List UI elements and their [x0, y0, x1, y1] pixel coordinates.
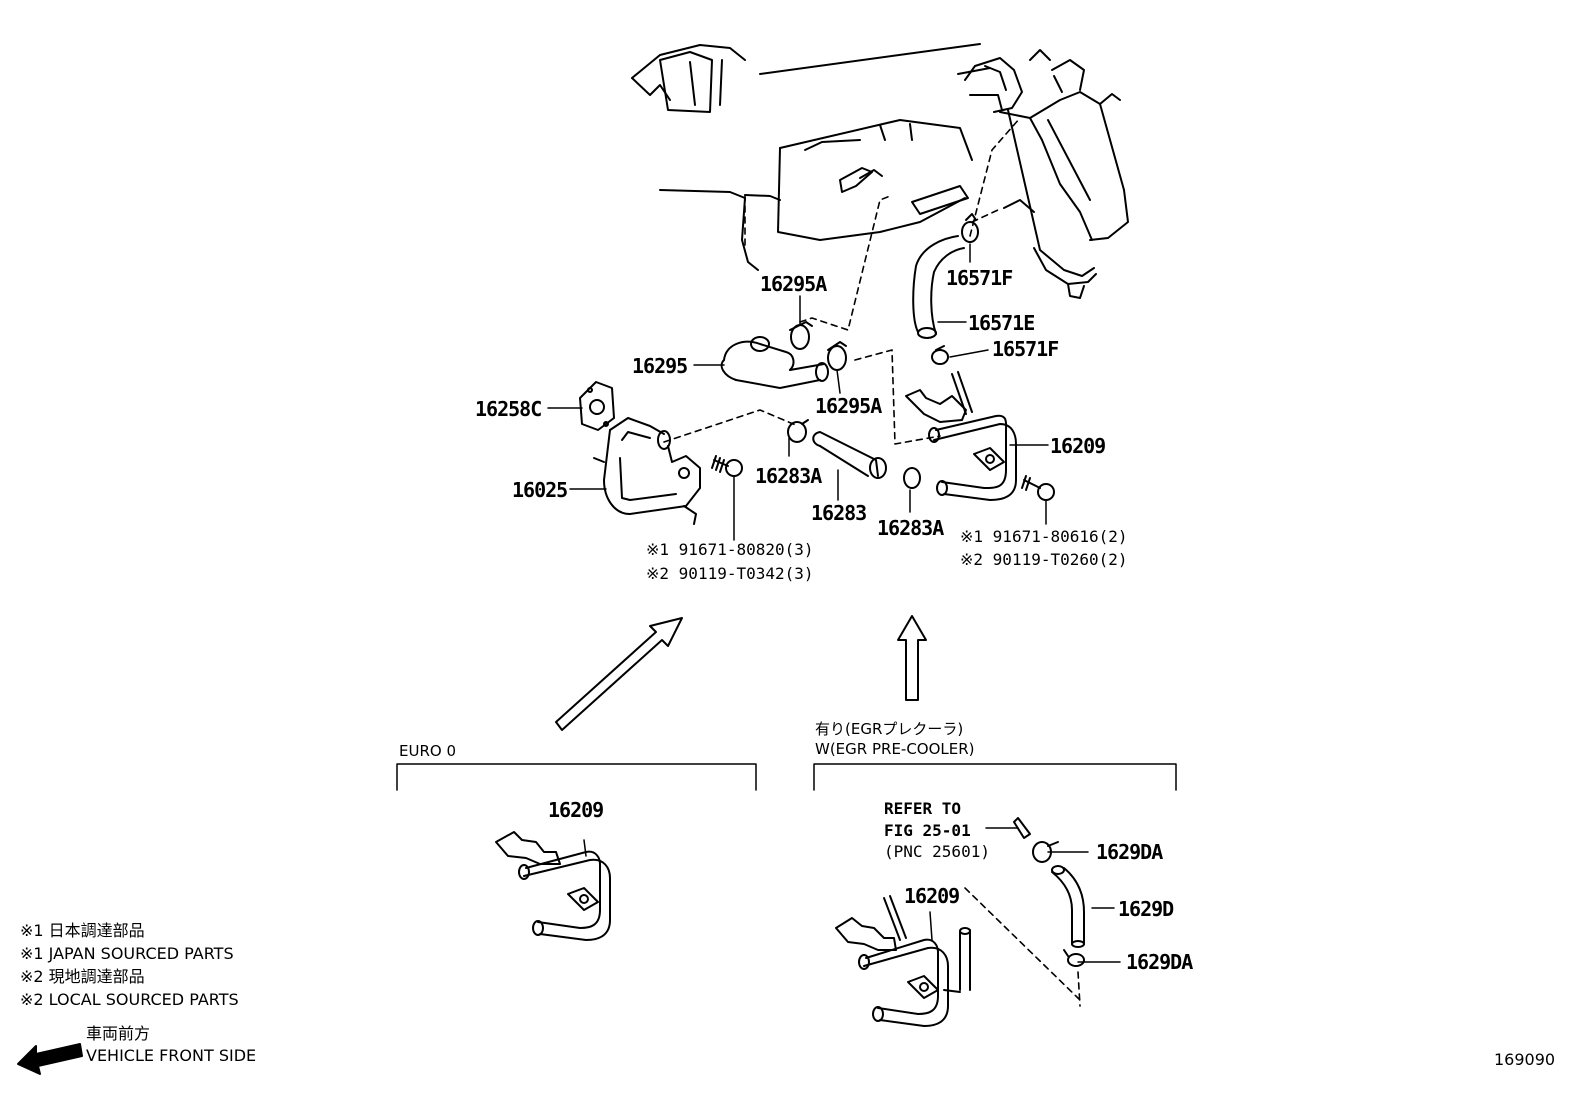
label-16209-egr: 16209	[904, 884, 960, 908]
label-16209-main: 16209	[1050, 434, 1106, 458]
label-16295A-top: 16295A	[760, 272, 827, 296]
label-16571F-top: 16571F	[946, 266, 1013, 290]
label-16258C: 16258C	[475, 397, 542, 421]
legend-line-1: ※1 日本調達部品	[20, 921, 145, 940]
bracket-euro	[396, 763, 757, 791]
bolt-right	[1021, 475, 1055, 501]
bolt-right-note-2: ※2 90119-T0260(2)	[960, 550, 1128, 569]
clamp-16571F-mid	[931, 345, 949, 365]
bolt-left-note-2: ※2 90119-T0342(3)	[646, 564, 814, 583]
vehicle-front-en: VEHICLE FRONT SIDE	[86, 1046, 257, 1065]
vehicle-front-jp: 車両前方	[86, 1024, 151, 1043]
pipe-16025	[593, 417, 701, 525]
bracket-egr	[813, 763, 1177, 791]
refer-line-3: (PNC 25601)	[884, 842, 990, 862]
arrow-up	[897, 615, 927, 701]
bolt-left-note-1: ※1 91671-80820(3)	[646, 540, 814, 559]
pipe-16209-egr	[835, 895, 971, 1027]
label-16025: 16025	[512, 478, 568, 502]
connection-lines	[663, 117, 1081, 1007]
variant-euro-label: EURO 0	[399, 742, 456, 760]
clamp-16295A-bottom	[827, 341, 847, 371]
refer-note: REFER TO FIG 25-01 (PNC 25601)	[884, 798, 990, 863]
variant-egr-jp-label: 有り(EGRプレクーラ)	[815, 720, 964, 738]
label-16571F-mid: 16571F	[992, 337, 1059, 361]
label-16295: 16295	[632, 354, 688, 378]
refer-connector	[1013, 817, 1031, 839]
hose-16283	[812, 431, 887, 479]
pipe-16209-euro	[495, 831, 611, 941]
arrow-diagonal	[555, 617, 683, 731]
label-16571E: 16571E	[968, 311, 1035, 335]
label-1629D: 1629D	[1118, 897, 1174, 921]
legend-line-3: ※2 現地調達部品	[20, 967, 145, 986]
label-16283A-left: 16283A	[755, 464, 822, 488]
variant-egr-en-label: W(EGR PRE-COOLER)	[815, 740, 975, 758]
bolt-right-note-1: ※1 91671-80616(2)	[960, 527, 1128, 546]
vehicle-front-arrow	[17, 1043, 83, 1075]
legend-line-4: ※2 LOCAL SOURCED PARTS	[20, 990, 239, 1009]
leader-lines	[547, 243, 1121, 963]
label-16283A-right: 16283A	[877, 516, 944, 540]
hose-16295	[720, 336, 829, 389]
clamp-16571F-top	[961, 213, 979, 243]
engine-outline	[631, 43, 1129, 299]
bolt-left	[711, 455, 743, 477]
hose-16571E	[912, 235, 965, 339]
gasket-16258C	[579, 381, 615, 431]
label-1629DA-top: 1629DA	[1096, 840, 1163, 864]
clamp-16283A-left	[787, 419, 809, 443]
clamp-16295A-top	[789, 321, 813, 350]
label-16209-euro: 16209	[548, 798, 604, 822]
pipe-16209-main	[905, 371, 1017, 501]
refer-line-2: FIG 25-01	[884, 820, 971, 840]
refer-line-1: REFER TO	[884, 799, 962, 818]
illustration-id: 169090	[1494, 1050, 1556, 1069]
clamp-16283A-right	[903, 467, 921, 489]
clamp-1629DA-top	[1032, 841, 1059, 863]
label-16295A-bottom: 16295A	[815, 394, 882, 418]
legend-line-2: ※1 JAPAN SOURCED PARTS	[20, 944, 234, 963]
hose-1629D	[1051, 865, 1085, 948]
label-1629DA-bottom: 1629DA	[1126, 950, 1193, 974]
label-16283: 16283	[811, 501, 867, 525]
clamp-1629DA-bottom	[1063, 949, 1085, 967]
